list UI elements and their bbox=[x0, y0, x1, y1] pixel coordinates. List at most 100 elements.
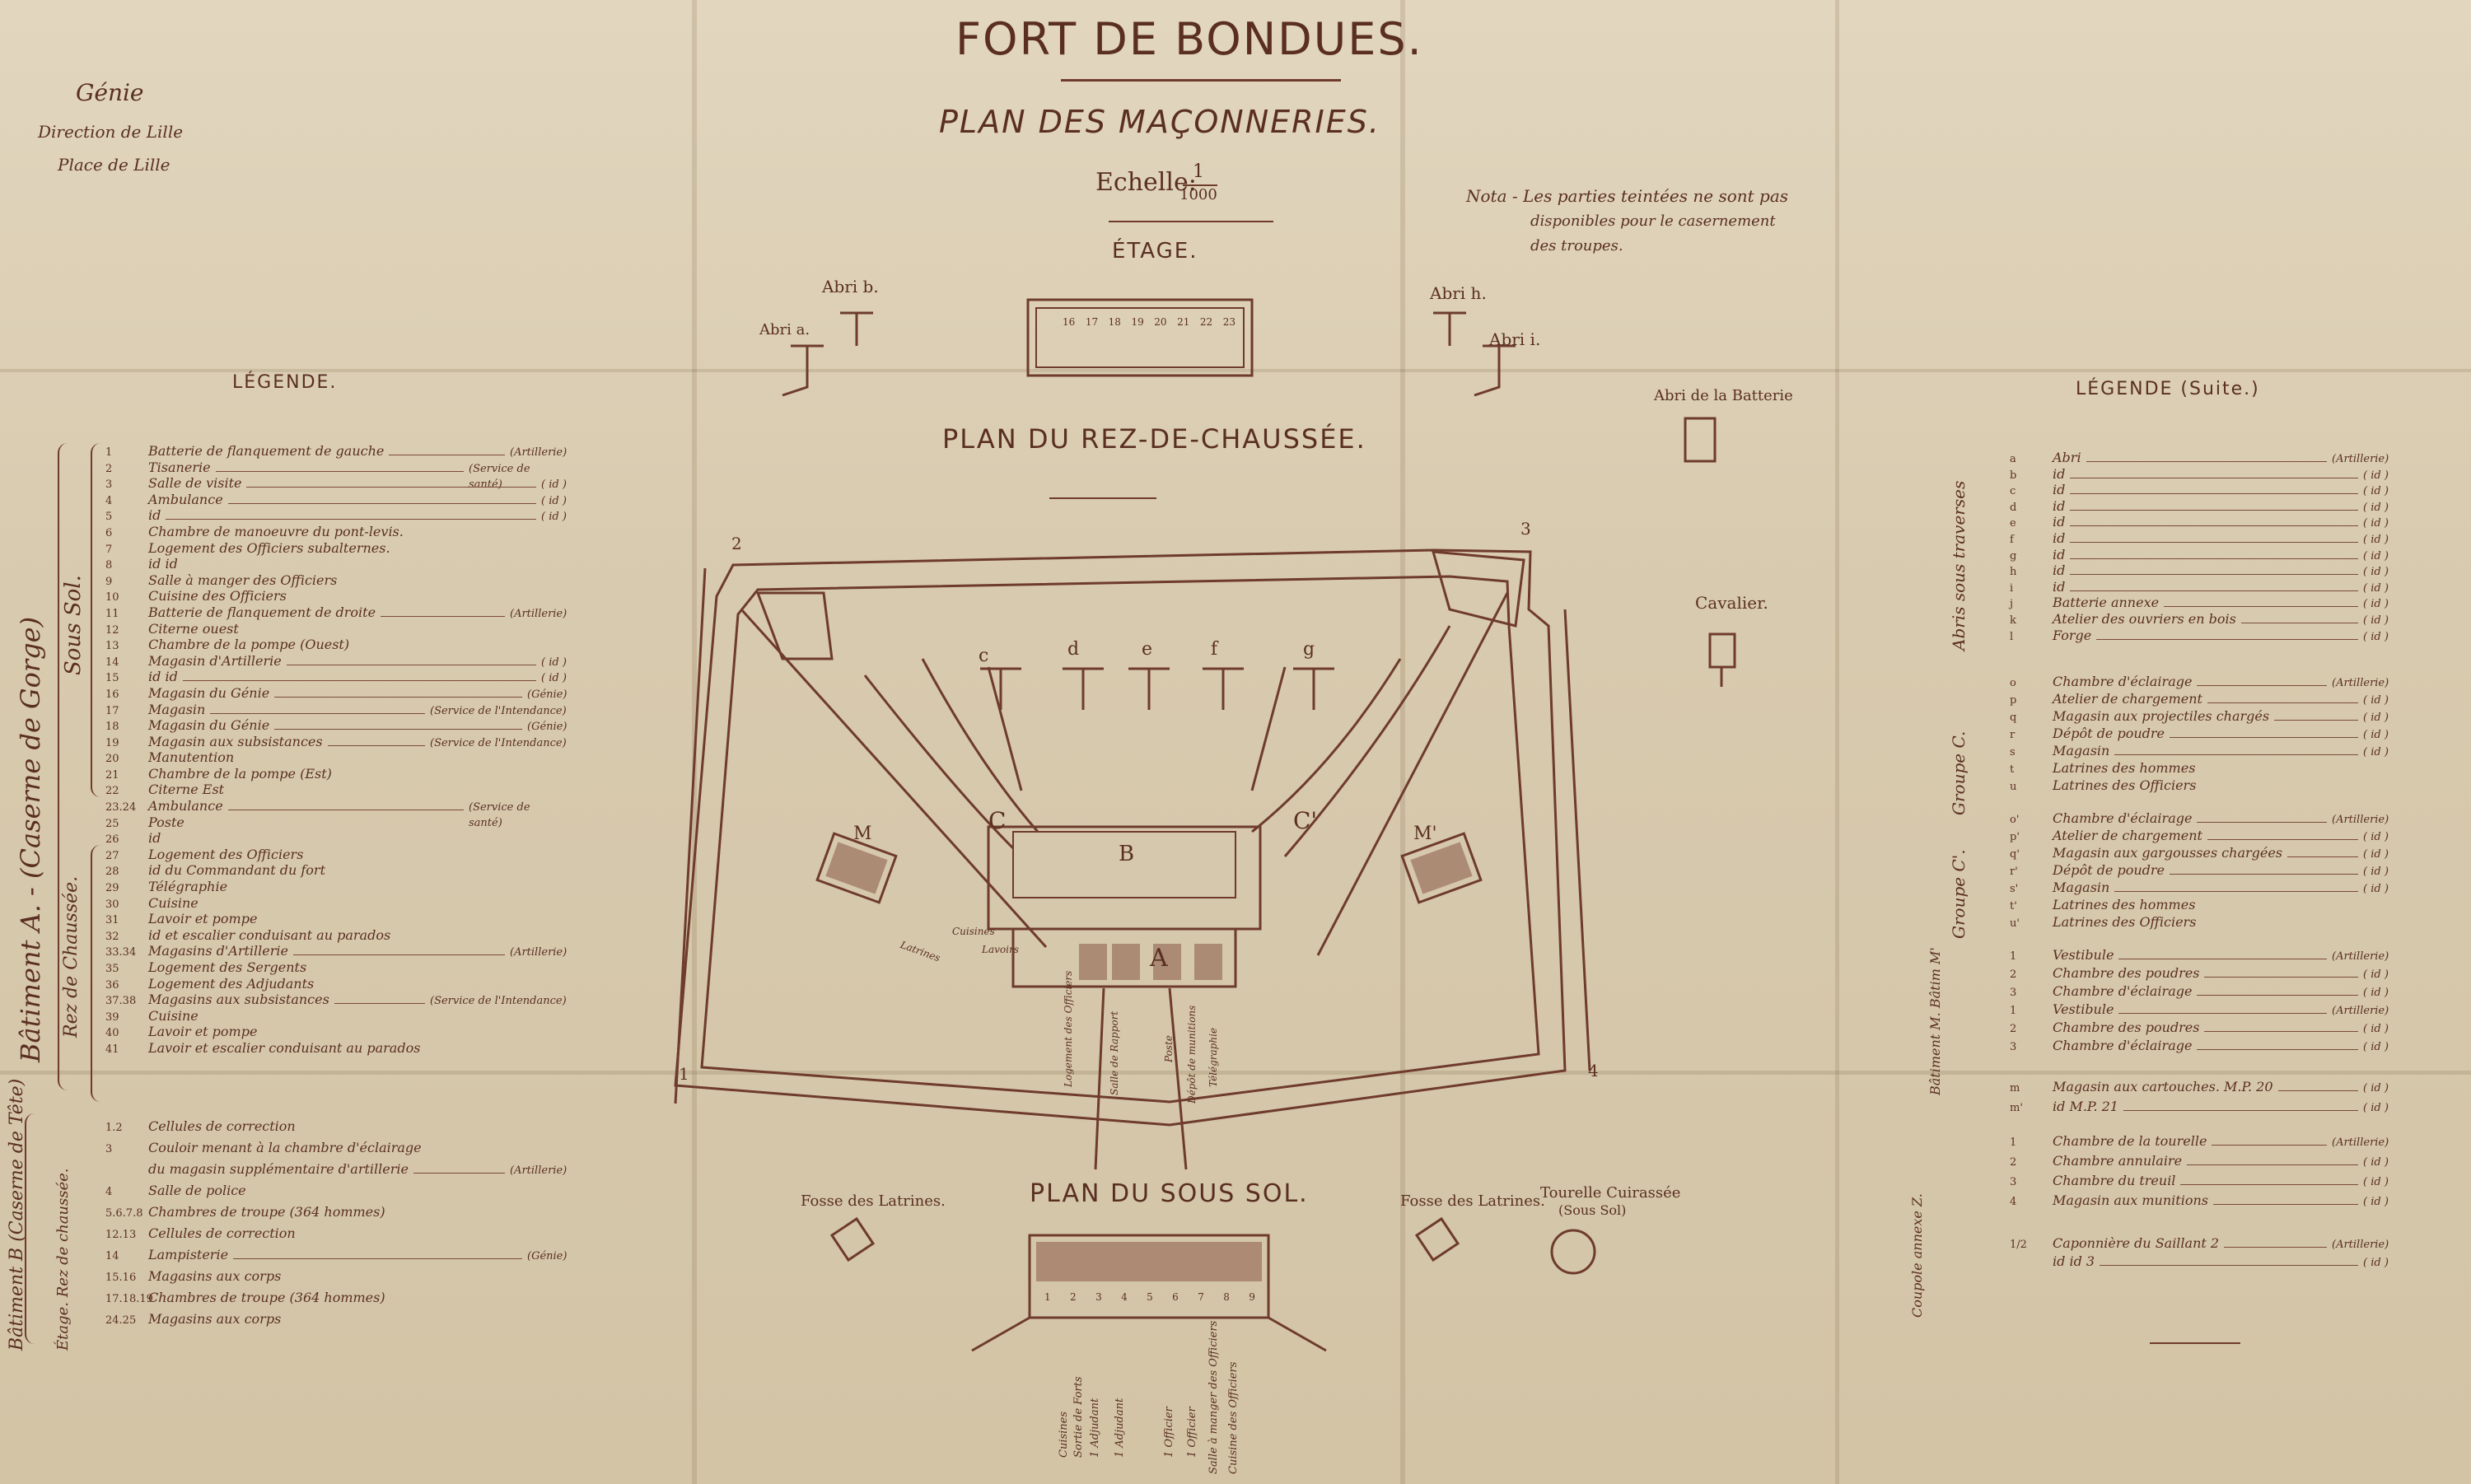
legend-leader-line bbox=[233, 1258, 522, 1259]
legend-leader-line bbox=[2197, 995, 2358, 996]
legend-item-number: o' bbox=[2010, 814, 2020, 826]
legend-item-number: 5.6.7.8 bbox=[105, 1207, 143, 1220]
legend-item-service: ( id ) bbox=[2363, 485, 2389, 498]
ss-label-cuisines: Cuisines bbox=[1058, 1411, 1070, 1458]
legend-item-text: id M.P. 21 bbox=[2053, 1099, 2118, 1114]
ss-room: 5 bbox=[1147, 1291, 1153, 1303]
label-cavalier: Cavalier. bbox=[1695, 593, 1768, 613]
legend-item-service: (Artillerie) bbox=[510, 946, 568, 959]
legend-item-number: j bbox=[2010, 598, 2014, 611]
ss-room: 1 bbox=[1044, 1291, 1051, 1303]
legend-leader-line bbox=[2197, 822, 2327, 823]
legend-item-text: Ambulance bbox=[148, 491, 223, 507]
legend-item-text: Magasin du Génie bbox=[148, 684, 270, 701]
legend-item-text: Magasin bbox=[2053, 743, 2110, 758]
legend-item-service: (Artillerie) bbox=[510, 1164, 568, 1177]
legend-item-service: ( id ) bbox=[541, 656, 567, 669]
legend-item-text: id bbox=[148, 507, 161, 524]
etage-room-numbers: 16 17 18 19 20 21 22 23 bbox=[1063, 316, 1236, 328]
legend-item-service: (Artillerie) bbox=[2332, 814, 2389, 826]
label-abri-a: Abri a. bbox=[759, 321, 810, 338]
fold-crease bbox=[1400, 0, 1405, 1484]
section-etage: ÉTAGE. bbox=[1112, 239, 1198, 264]
legend-item-text: Magasin bbox=[148, 701, 206, 717]
legend-item-text: Magasin du Génie bbox=[148, 717, 270, 734]
legend-item-text: Magasin d'Artillerie bbox=[148, 652, 282, 669]
cavalier-shape bbox=[1708, 632, 1736, 687]
rdc-label-lavoirs: Lavoirs bbox=[982, 944, 1019, 955]
rampart-inner bbox=[700, 575, 1540, 1104]
ss-room: 6 bbox=[1172, 1291, 1179, 1303]
legend-item-text: Chambre d'éclairage bbox=[2053, 674, 2193, 689]
label-c: C bbox=[988, 807, 1007, 834]
legend-item-text: Chambre des poudres bbox=[2053, 1020, 2200, 1035]
legend-item-service: (Génie) bbox=[527, 1250, 568, 1262]
etage-room: 22 bbox=[1199, 316, 1213, 328]
legend-item-text: id id 3 bbox=[2053, 1253, 2095, 1269]
legend-item-number: 41 bbox=[105, 1043, 119, 1056]
legend-item-number: 25 bbox=[105, 817, 119, 830]
legend-item-service: ( id ) bbox=[2363, 848, 2389, 861]
legend-item-text: id bbox=[2053, 514, 2066, 530]
corner-direction: Direction de Lille bbox=[38, 122, 184, 142]
ss-room: 4 bbox=[1121, 1291, 1128, 1303]
legend-item-number: 14 bbox=[105, 1250, 119, 1262]
legend-item: u'Latrines des Officiers bbox=[2010, 914, 2389, 931]
legend-item-text: Cuisine bbox=[148, 894, 199, 911]
legend-leader-line bbox=[2197, 685, 2327, 686]
etage-building bbox=[1026, 298, 1254, 377]
ss-room: 8 bbox=[1223, 1291, 1230, 1303]
legend-item-number: 15.16 bbox=[105, 1272, 137, 1284]
legend-item-number: t' bbox=[2010, 900, 2017, 912]
legend-item-service: ( id ) bbox=[2363, 1102, 2389, 1114]
legend-leader-line bbox=[2212, 1145, 2327, 1146]
legend-item-text: id bbox=[2053, 562, 2066, 579]
legend-item-text: Magasin aux gargousses chargées bbox=[2053, 845, 2283, 861]
legend-item-service: ( id ) bbox=[2363, 581, 2389, 595]
label-fosse-left: Fosse des Latrines. bbox=[801, 1192, 946, 1210]
legend-item: q'Magasin aux gargousses chargées( id ) bbox=[2010, 845, 2389, 862]
legend-item-number: 36 bbox=[105, 978, 119, 992]
legend-item-text: id bbox=[2053, 497, 2066, 514]
section-rdc: PLAN DU REZ-DE-CHAUSSÉE. bbox=[942, 423, 1366, 455]
legend-item-text: Magasin aux munitions bbox=[2053, 1192, 2208, 1208]
legend-item-service: ( id ) bbox=[541, 511, 567, 524]
fosse-right-shape bbox=[1414, 1216, 1460, 1262]
nota-line-3: des troupes. bbox=[1530, 237, 1623, 254]
legend-item-text: Latrines des Officiers bbox=[2053, 914, 2197, 930]
legend-item-service: (Artillerie) bbox=[2332, 1239, 2389, 1251]
groupe-c2-label: Groupe C'. bbox=[1949, 849, 1969, 939]
legend-item-service: ( id ) bbox=[2363, 968, 2389, 981]
legend-leader-line bbox=[274, 696, 522, 698]
abri-d bbox=[1063, 667, 1104, 710]
legend-leader-line bbox=[2070, 558, 2358, 559]
legend-leader-line bbox=[2187, 1164, 2358, 1165]
legend-item-number: 7 bbox=[105, 543, 113, 556]
legend-item-text: Ambulance bbox=[148, 798, 223, 814]
nota-line-1: Nota - Les parties teintées ne sont pas bbox=[1466, 186, 1789, 206]
legend-item-number: a bbox=[2010, 453, 2016, 465]
legend-item-number: 29 bbox=[105, 882, 119, 895]
group-a-label: Bâtiment A. - (Caserne de Gorge) bbox=[15, 616, 46, 1062]
legend-item-number: b bbox=[2010, 469, 2017, 482]
label-tourelle-sub: (Sous Sol) bbox=[1558, 1202, 1627, 1218]
abri-c bbox=[980, 667, 1021, 710]
legend-item-number: o bbox=[2010, 677, 2016, 689]
legend-item-text: Chambre annulaire bbox=[2053, 1153, 2183, 1169]
batiment-m-label: Bâtiment M. Bâtim M' bbox=[1927, 947, 1943, 1095]
building-b bbox=[1012, 831, 1236, 898]
tinted-magasin-3 bbox=[1153, 944, 1181, 980]
abris-group-label: Abris sous traverses bbox=[1949, 480, 1969, 651]
